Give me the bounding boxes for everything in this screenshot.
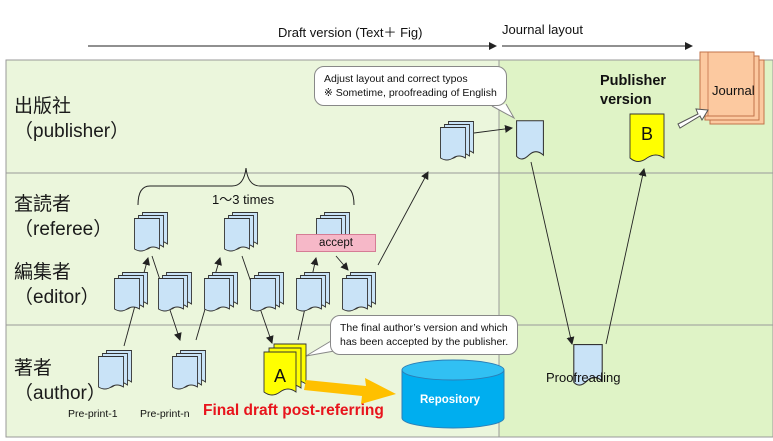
lane-publisher: 出版社 （publisher） [14,94,129,144]
review-cycles-label: 1～3 times [212,192,275,207]
journal-stage-label: Journal layout [502,22,583,37]
publisher-note-callout: Adjust layout and correct typos ※ Someti… [314,66,507,106]
lane-publisher-jp: 出版社 [14,96,72,117]
author-note-line-2: has been accepted by the publisher. [340,336,509,348]
lane-referee-jp: 査読者 [14,194,72,215]
lane-author-en: （author） [14,383,106,404]
editor-doc-5 [296,272,330,312]
publisher-version-line-2: version [600,92,652,108]
repository-cylinder [401,359,505,429]
swimlanes [5,59,773,438]
deposit-arrow [304,378,396,404]
preprint-n-label: Pre-print-n [140,408,190,420]
editor-doc-2 [158,272,192,312]
accept-label: accept [296,234,376,252]
final-draft-label: Final draft post-referring [203,402,384,419]
journal-book [699,51,765,125]
editor-doc-4 [250,272,284,312]
document-b-letter: B [641,124,654,144]
editor-doc-3 [204,272,238,312]
referee-doc-1 [134,212,168,252]
lane-referee-en: （referee） [14,219,113,240]
lane-author-jp: 著者 [14,358,53,379]
repository-label: Repository [420,394,481,406]
publisher-note-line-2: ※ Sometime, proofreading of English [324,87,497,99]
lane-editor: 編集者 （editor） [14,260,100,310]
editor-doc-6 [342,272,376,312]
review-cycle-brace [137,167,355,206]
lane-editor-jp: 編集者 [14,262,72,283]
publisher-note-line-1: Adjust layout and correct typos [324,73,468,85]
draft-stage-label: Draft version (Text＋ Fig) [278,25,423,40]
lane-publisher-en: （publisher） [14,121,130,142]
author-note-callout: The final author’s version and which has… [330,315,519,355]
preprint-1-label: Pre-print-1 [68,408,118,420]
lane-author: 著者 （author） [14,356,106,406]
publish-arrow [677,108,709,129]
proofreading-label: Proofreading [546,370,621,385]
document-a-letter: A [274,366,287,386]
document-a [263,343,307,396]
referee-doc-2 [224,212,258,252]
journal-label: Journal [712,83,755,98]
lane-editor-en: （editor） [14,287,100,308]
author-note-line-1: The final author’s version and which [340,322,508,334]
publisher-version-label: Publisher version [600,72,666,110]
author-preprint-n [172,350,206,390]
document-b [629,113,665,162]
publisher-version-line-1: Publisher [600,73,667,89]
publisher-draft-stack [440,121,474,161]
editor-doc-1 [114,272,148,312]
lane-referee: 査読者 （referee） [14,192,112,242]
